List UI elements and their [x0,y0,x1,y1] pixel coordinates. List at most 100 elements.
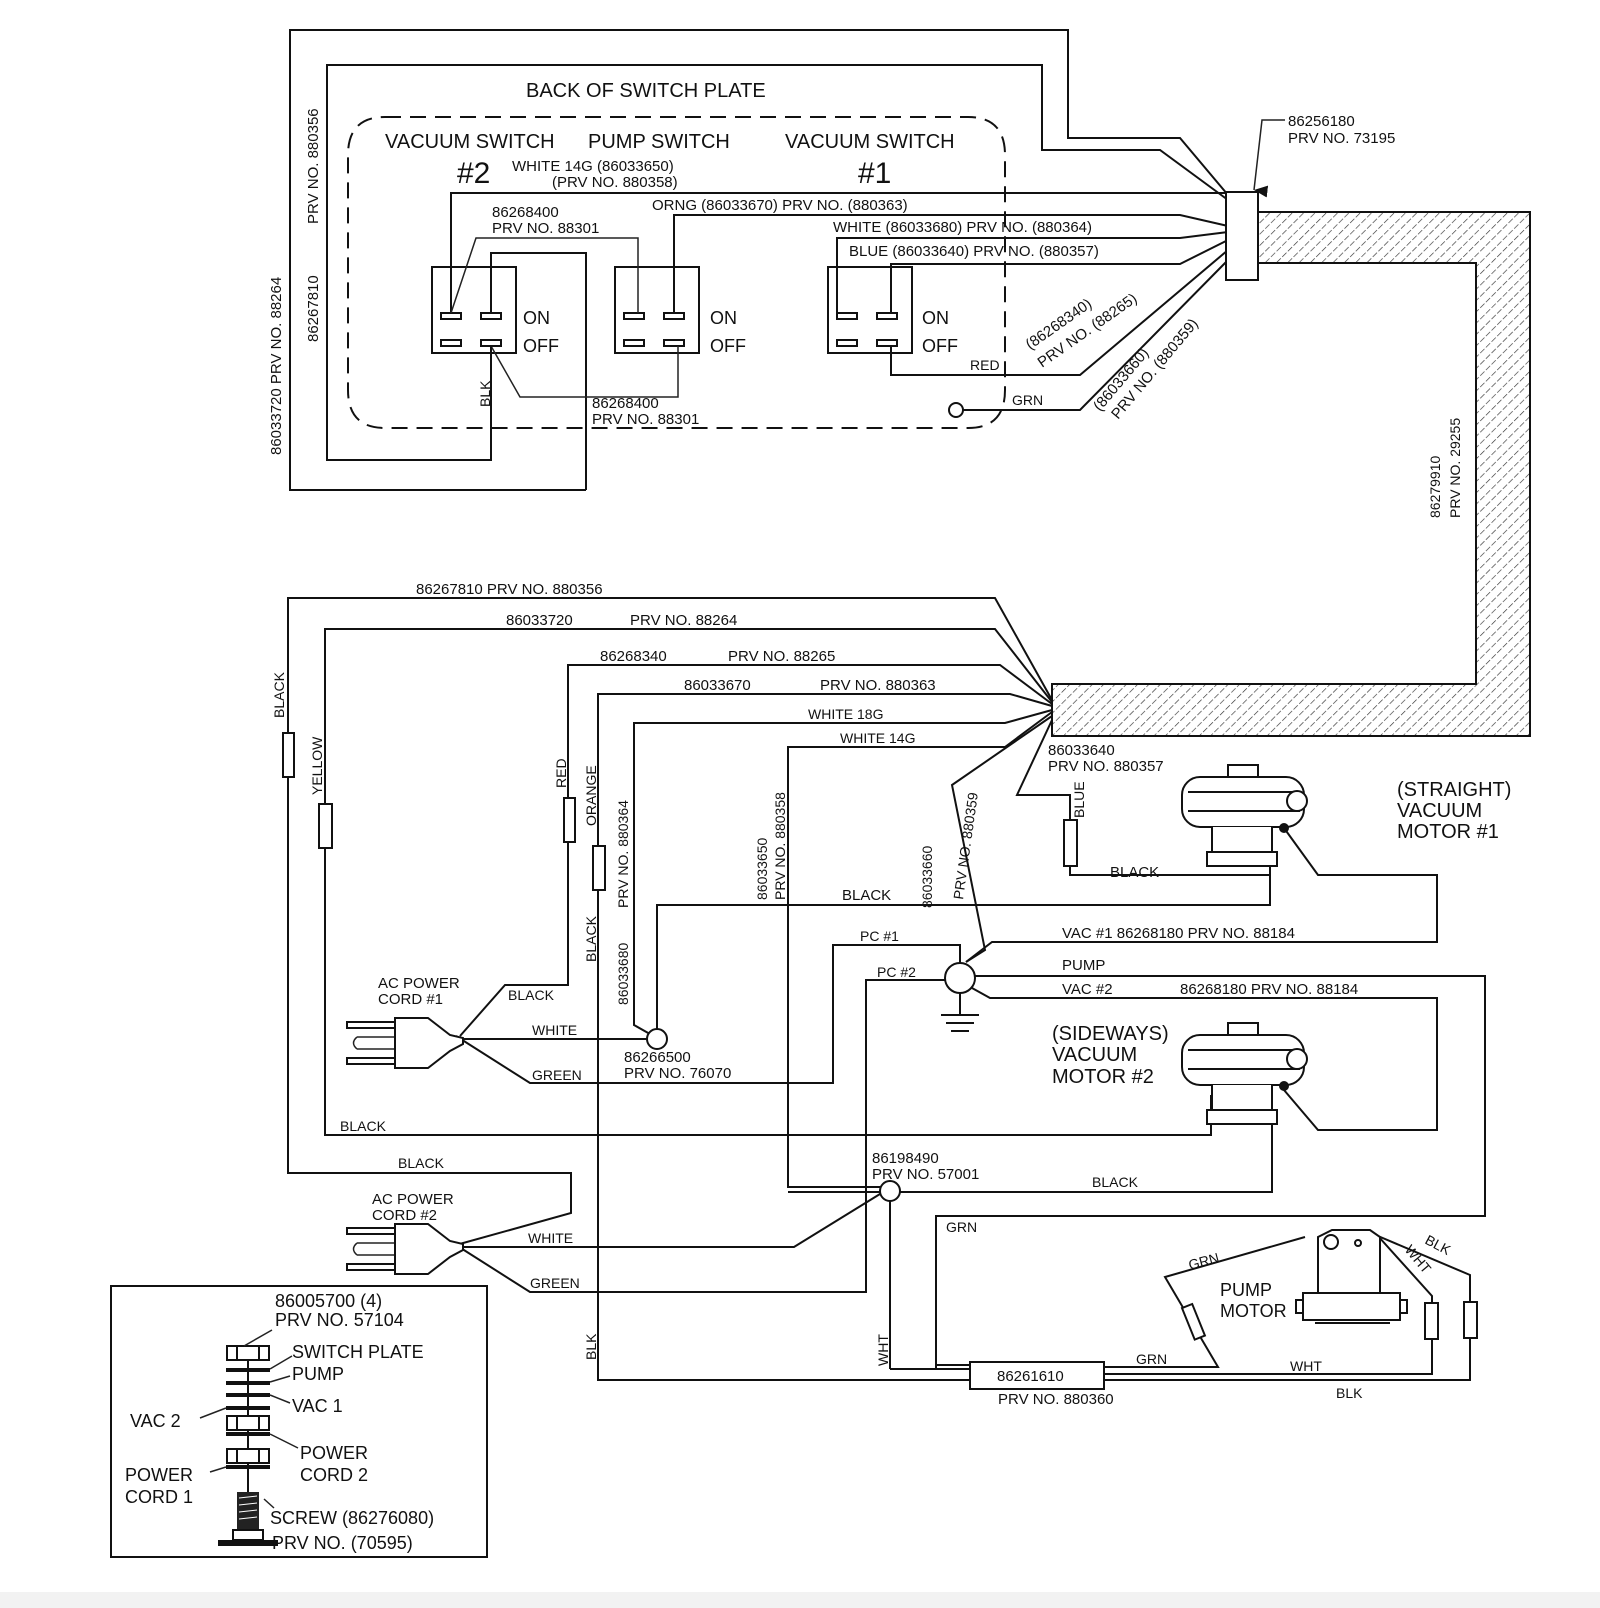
wire-pc1 [455,944,961,1084]
fuse-wht [1424,1302,1439,1340]
prv-880364: PRV NO. 880364 [615,800,631,908]
fuse-blk [1463,1301,1478,1339]
wire-outer-loop [289,29,1229,491]
switch1-on: ON [922,308,949,328]
white-label: WHITE (86033680) PRV NO. (880364) [833,219,1092,236]
orng-label: ORNG (86033670) PRV NO. (880363) [652,197,908,214]
vacuum-motor-1[interactable]: (STRAIGHT) VACUUM MOTOR #1 [965,764,1511,963]
w1-label: 86267810 PRV NO. 880356 [416,581,603,598]
wht-bottom-label: WHT [1290,1358,1322,1374]
pump-switch[interactable] [614,266,700,354]
w5-label: WHITE 18G [808,706,883,722]
motor2-line1: (SIDEWAYS) [1052,1023,1169,1045]
fuse-orange [592,845,606,891]
cord2-line1: AC POWER [372,1191,454,1208]
wire-86267810 [287,597,1053,1246]
wire-black-mid [656,855,1271,1030]
wire-white-18g [633,709,1053,1039]
harness-prv: PRV NO. 29255 [1447,418,1463,518]
cord1-line2: CORD #1 [378,991,443,1008]
motor1-line1: (STRAIGHT) [1397,779,1511,801]
pump-motor-line2: MOTOR [1220,1301,1287,1321]
wire-blk-switch2 [326,64,1229,461]
inset-switch-plate: SWITCH PLATE [292,1342,424,1362]
vacuum-switch-1[interactable] [827,266,913,354]
motor1-line3: MOTOR #1 [1397,821,1499,843]
jumper-bottom-part: 86268400 [592,395,659,412]
part-86033650: 86033650 [754,837,770,900]
left-inner-prv: PRV NO. 880356 [305,108,322,224]
harness-part: 86279910 [1427,455,1443,518]
switch-plate-outline [347,116,1006,429]
cord2-black-top: BLACK [398,1155,445,1171]
capacitor-part: 86261610 [997,1368,1064,1385]
ground-terminal [948,402,964,418]
fuse-blue [1063,819,1078,867]
vacuum-motor-2[interactable]: (SIDEWAYS) VACUUM MOTOR #2 [788,1022,1308,1193]
fuse-red [563,797,576,843]
ac-power-cord-1[interactable]: AC POWER CORD #1 BLACK WHITE GREEN 86266… [346,975,731,1083]
switch1-off: OFF [922,336,958,356]
black2-wire-label: BLACK [583,915,599,962]
w3-part: 86268340 [600,648,667,665]
part-86033660: 86033660 [919,845,935,908]
wire-blue [890,239,1229,313]
blk-label: BLK [477,380,493,407]
inset-part: 86005700 (4) [275,1291,382,1311]
ac-power-cord-2[interactable]: AC POWER CORD #2 BLACK BLACK WHITE GREEN… [340,1118,1139,1369]
connector-part: 86256180 [1288,113,1355,130]
cord1-black: BLACK [508,987,555,1003]
wire-86033720 [324,628,1212,1136]
wire-orange [673,214,1229,313]
cord2-green: GREEN [530,1275,580,1291]
wire-red [890,249,1229,376]
black-motor1-label: BLACK [1110,864,1159,881]
capacitor-prv: PRV NO. 880360 [998,1391,1114,1408]
blk-left-label: BLK [583,1333,599,1360]
motor2-line2: VACUUM [1052,1044,1137,1066]
vacuum-switch-1-label: VACUUM SWITCH [785,131,955,153]
screw-icon [218,1492,278,1546]
prv-880358: PRV NO. 880358 [772,792,788,900]
red-wire-label: RED [553,758,569,788]
left-outer-label: 86033720 PRV NO. 88264 [268,277,285,455]
grn-top-label: GRN [946,1219,977,1235]
wire-white-14g-lower [787,711,1053,1188]
red-label: RED [970,357,1000,373]
orange-wire-label: ORANGE [583,765,599,826]
junction2-prv: PRV NO. 57001 [872,1166,979,1183]
yellow-wire-label: YELLOW [309,736,325,795]
capacitor-86261610[interactable] [969,1361,1105,1390]
w4-prv: PRV NO. 880363 [820,677,936,694]
w2-part: 86033720 [506,612,573,629]
left-inner-part: 86267810 [305,275,322,342]
ground-junction: PC #1 PC #2 VAC #1 86268180 PRV NO. 8818… [455,925,1486,1370]
pump-label: PUMP [1062,957,1105,974]
ground-junction-node [944,962,976,994]
stack-assembly-inset: 86005700 (4) PRV NO. 57104 SWITCH PLATE … [110,1285,488,1558]
w6-label: WHITE 14G [840,730,915,746]
jumper-bottom-prv: PRV NO. 88301 [592,411,699,428]
inset-power-cord1-l2: CORD 1 [125,1487,193,1507]
jumper-top-prv: PRV NO. 88301 [492,220,599,237]
grn-diag-label: GRN [1187,1249,1221,1273]
wire-white [836,231,1229,313]
motor2-terminal [1279,1081,1289,1091]
blue-wire-label: BLUE [1071,781,1087,818]
vacuum-switch-2-label: VACUUM SWITCH [385,131,555,153]
pump-motor-section: 86261610 PRV NO. 880360 PUMP MOTOR GRN G… [583,1219,1478,1408]
wire-switch2-on-right [490,252,587,490]
inset-pump: PUMP [292,1364,344,1384]
vacuum-switch-2[interactable] [431,266,517,354]
jumper-top [450,237,639,314]
wire-86033670 [597,693,1471,1381]
w3-prv: PRV NO. 88265 [728,648,835,665]
inset-vac2: VAC 2 [130,1411,181,1431]
fuse-yellow [318,803,333,849]
inset-prv: PRV NO. 57104 [275,1310,404,1330]
lower-wiring: 86267810 PRV NO. 880356 86033720 PRV NO.… [271,581,1471,1381]
pump-motor[interactable] [1295,1229,1408,1324]
prv-880359: PRV NO. 880359 [950,791,981,900]
inset-vac1: VAC 1 [292,1396,343,1416]
